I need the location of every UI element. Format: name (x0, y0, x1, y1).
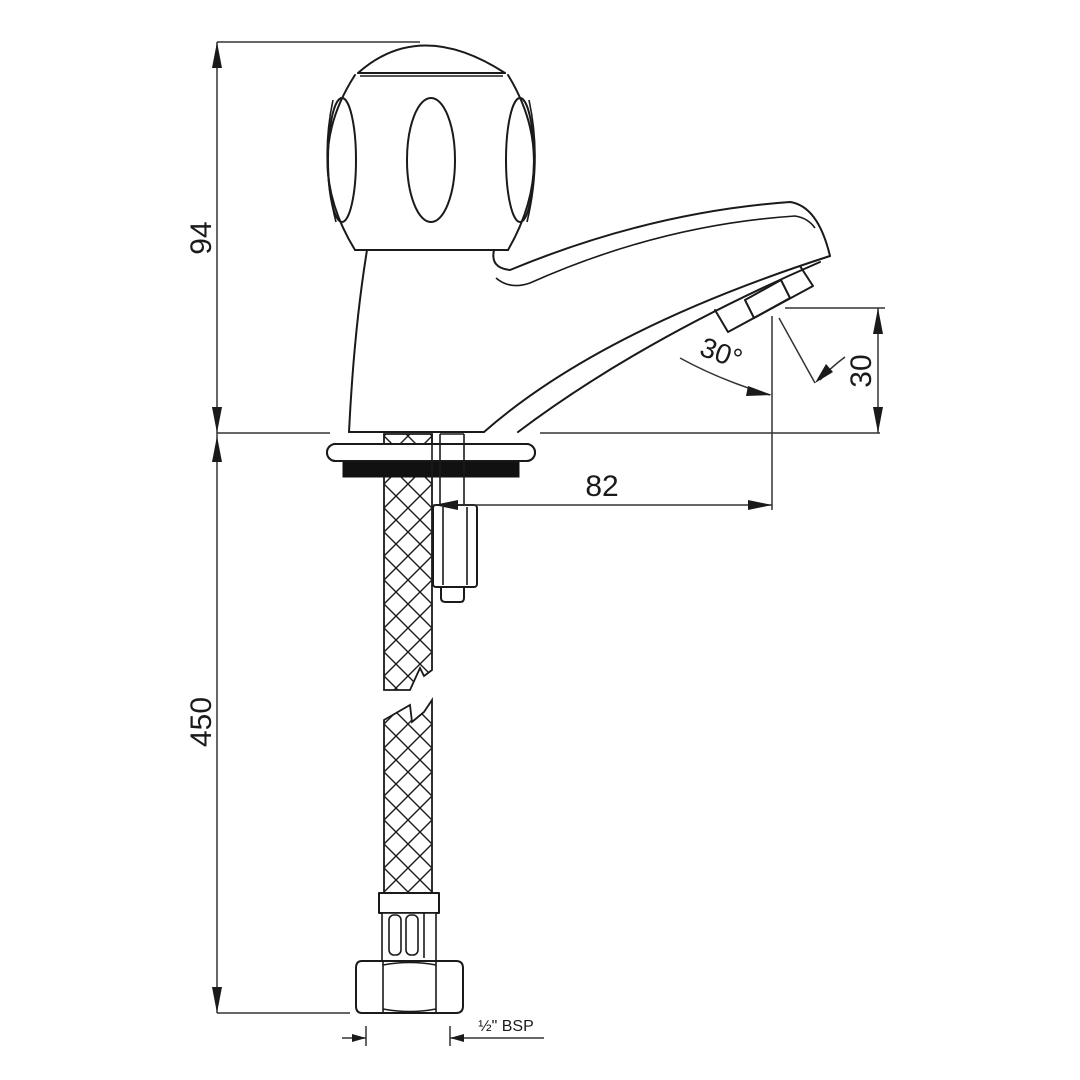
spout (483, 201, 831, 433)
hose-connector (355, 892, 464, 1014)
braided-hose-upper (326, 433, 536, 691)
dimension-label-450: 450 (185, 697, 218, 747)
threaded-stud (432, 433, 478, 603)
handle (326, 44, 536, 251)
grip-recess-right (505, 97, 535, 223)
dimension-label-30: 30 (845, 354, 878, 387)
dimension-angle-30deg: 30° (679, 317, 846, 396)
dimension-label-bsp: ½" BSP (478, 1018, 533, 1035)
dimension-thread-bsp: ½" BSP (342, 1018, 544, 1046)
dimension-label-94: 94 (185, 221, 218, 254)
aerator (714, 265, 814, 333)
dimension-outlet-30: 30 (785, 307, 885, 433)
braided-hose-lower (383, 697, 433, 896)
dimension-label-82: 82 (585, 470, 618, 503)
dimension-height-94: 94 (185, 41, 420, 434)
grip-recess-center (406, 97, 456, 223)
dimension-hose-450: 450 (185, 433, 350, 1014)
tap-body (348, 249, 485, 433)
dimension-reach-82: 82 (432, 316, 880, 510)
dimension-label-30deg: 30° (696, 331, 746, 375)
hex-union-nut (355, 960, 464, 1014)
